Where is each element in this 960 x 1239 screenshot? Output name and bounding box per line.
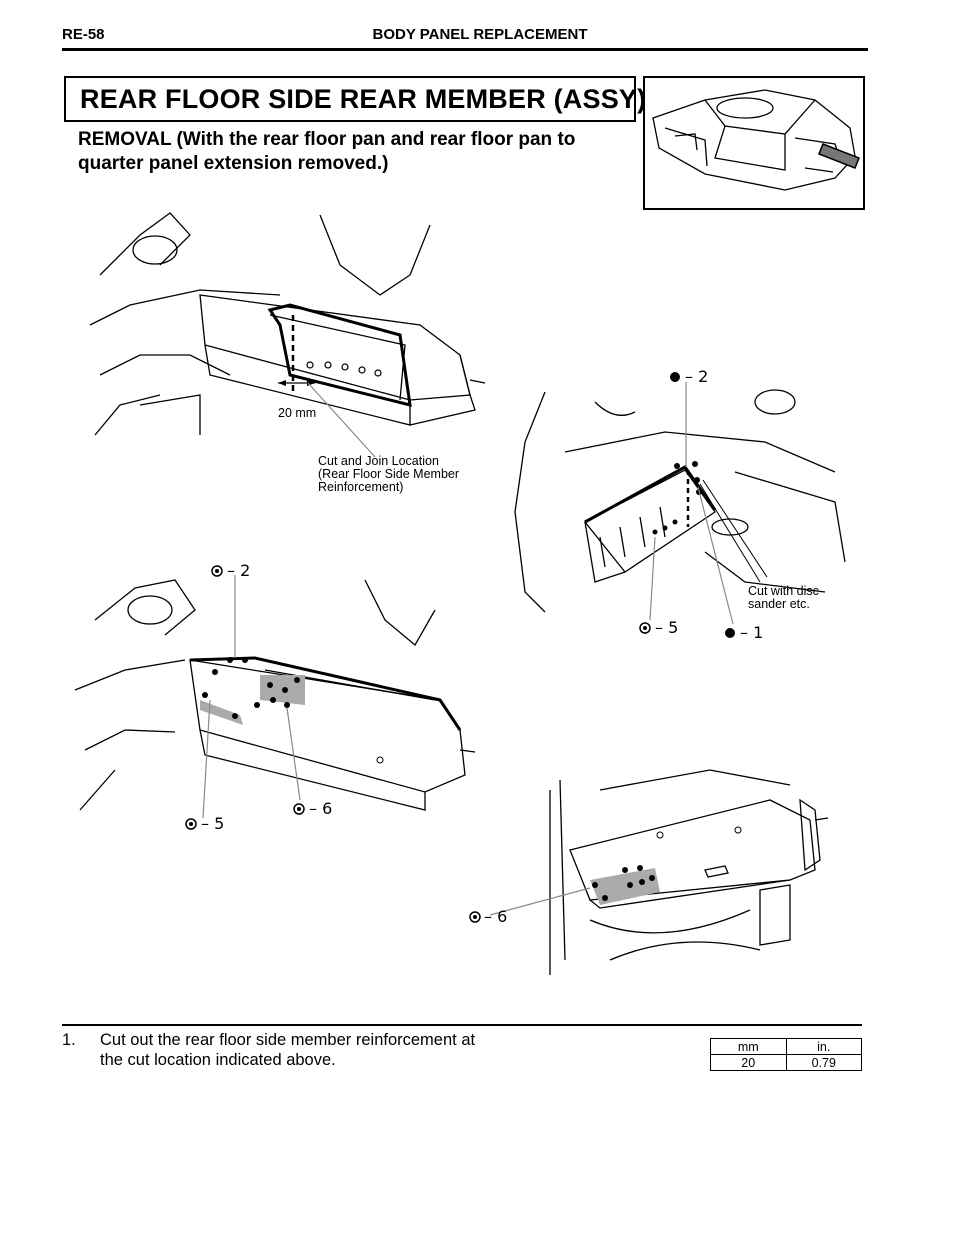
cell-in: 0.79	[785, 1054, 862, 1071]
member-drawing-4	[469, 769, 829, 975]
member-drawing-3	[74, 565, 476, 830]
step-text: Cut out the rear floor side member reinf…	[100, 1031, 476, 1069]
page-title: REAR FLOOR SIDE REAR MEMBER (ASSY)	[80, 83, 647, 114]
bottom-rule	[62, 1024, 862, 1026]
header-in: in.	[785, 1038, 862, 1055]
cell-mm: 20	[710, 1054, 787, 1071]
figure-underside-view: – 6	[460, 760, 860, 985]
cut-disc-note-line-2: sander etc.	[748, 597, 810, 611]
cut-join-label-line-2: (Rear Floor Side Member	[318, 467, 460, 481]
header-rule	[62, 48, 868, 51]
callout-spot-6: – 6	[484, 907, 508, 926]
cut-disc-note-line-1: Cut with disc	[748, 584, 819, 598]
figure-spot-welds-right: – 2 – 5 – 1 Cut with disc sander etc.	[505, 362, 865, 652]
callout-spot-5: – 5	[201, 814, 225, 833]
car-body-illustration	[652, 89, 860, 191]
callout-cut-1: – 1	[740, 623, 764, 642]
callout-spot-2: – 2	[227, 561, 251, 580]
callout-spot-2: – 2	[685, 367, 709, 386]
member-drawing-2	[514, 372, 846, 638]
dimension-label: 20 mm	[278, 406, 317, 420]
removal-subtitle: REMOVAL (With the rear floor pan and rea…	[78, 129, 576, 174]
header-mm: mm	[710, 1038, 787, 1055]
cut-join-label-line-3: Reinforcement)	[318, 480, 404, 494]
section-title: BODY PANEL REPLACEMENT	[372, 26, 588, 43]
car-body-thumbnail	[643, 76, 865, 210]
unit-conversion-table: mm in. 20 0.79	[710, 1038, 862, 1071]
page-code: RE-58	[62, 26, 105, 43]
callout-spot-6: – 6	[309, 799, 333, 818]
figure-spot-welds-left: – 2 – 5 – 6	[65, 560, 495, 840]
cut-join-label-line-1: Cut and Join Location	[318, 454, 439, 468]
title-box: REAR FLOOR SIDE REAR MEMBER (ASSY)	[64, 76, 646, 122]
table-row: 20 0.79	[710, 1054, 862, 1071]
figure-cut-location: 20 mm Cut and Join Location (Rear Floor …	[80, 205, 500, 505]
member-drawing-1	[89, 212, 486, 458]
table-header-row: mm in.	[710, 1038, 862, 1055]
step-number: 1.	[62, 1031, 76, 1049]
callout-spot-5: – 5	[655, 618, 679, 637]
